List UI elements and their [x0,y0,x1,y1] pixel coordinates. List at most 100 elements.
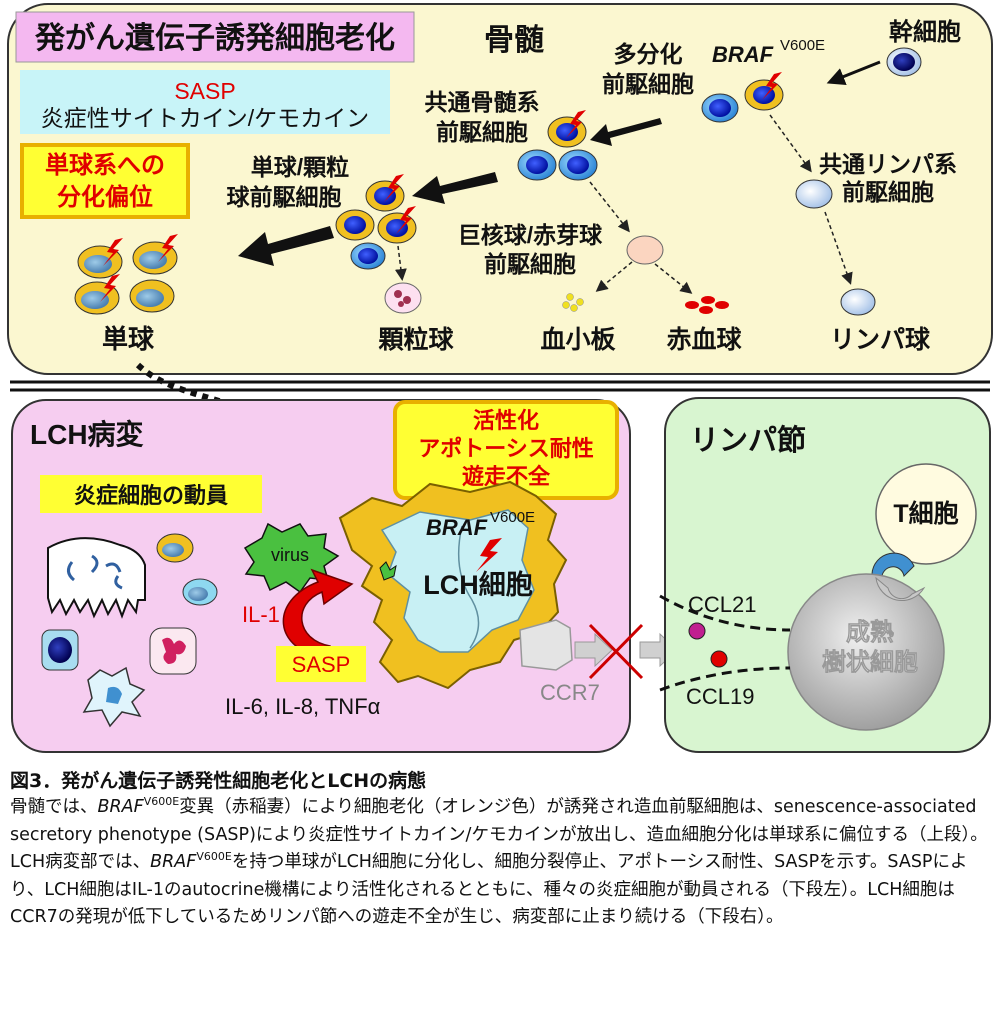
caption-title: 図3．発がん遺伝子誘発性細胞老化とLCHの病態 [10,770,427,792]
ccl21-label: CCL21 [688,592,756,617]
gmp-cell-orange-3-nucleus [386,219,408,237]
stem-cell-nucleus [893,53,915,71]
clp-cell [795,179,833,209]
arrow-mpp-to-cmp [590,118,662,146]
lymphocyte-cell [840,288,876,316]
lightning-icon [566,110,586,138]
rbc-dot [701,296,715,304]
il1-label: IL-1 [242,602,280,627]
tcr-receptor-icon [871,552,915,581]
lch-nucleus-fold [457,525,480,649]
cmp-cell-orange-nucleus [556,123,578,141]
granulocyte-cell [384,282,422,314]
cmp-line1: 共通骨髄系 [425,89,540,115]
sasp-label-lch: SASP [292,652,351,677]
monocyte-label: 単球 [102,324,155,354]
lymphocyte-label: リンパ球 [830,326,931,354]
gmp-line2: 球前駆細胞 [227,184,342,210]
arrow-mep-to-platelet [595,261,633,292]
arrow-cmp-to-mep [589,181,630,233]
caption-body: 骨髄では、BRAFV600E変異（赤稲妻）により細胞老化（オレンジ色）が誘発され… [10,794,990,932]
mpp-cell-blue-nucleus [709,99,731,117]
senescence-title-box [15,11,415,63]
monocyte-cluster [74,234,178,315]
migration-arrow-1 [574,632,613,668]
mhc-receptor-icon [875,576,926,601]
platelet-dot [570,304,578,312]
braf-label-lch: BRAF [426,515,488,540]
il1-autocrine-arrow [282,568,354,661]
lch-title: LCH病変 [30,418,144,450]
gmp-cell-orange-2-nucleus [344,216,366,234]
lch-state-line1: 活性化 [473,408,539,433]
v600e-label-lch: V600E [490,509,535,526]
cmp-cell-blue-2-nucleus [567,156,589,174]
sasp-label-top: SASP [174,78,235,104]
granulocyte-granule [398,301,404,307]
lch-nucleus [380,509,535,653]
ccr7-label: CCR7 [540,680,600,705]
ccr7-receptor [519,619,573,671]
hev-boundary-upper [659,594,791,632]
granulocyte-label: 顆粒球 [378,325,454,354]
macrophage-cell [47,537,146,619]
rbc-dot [685,301,699,309]
lightning-icon [396,206,416,234]
stem-cell-label: 幹細胞 [889,18,961,46]
dendritic-cell-lesion [82,666,146,728]
cytokine-label: 炎症性サイトカイン/ケモカイン [41,105,369,131]
arrow-cmp-to-gmp [412,172,498,204]
t-cell [875,463,977,565]
mep-line2: 前駆細胞 [484,251,576,277]
t-cell-label: T細胞 [893,500,958,528]
monocyte-cell [182,578,218,606]
caption-v600e-2: V600E [196,850,232,863]
rbc-dot [699,306,713,314]
dc-line2: 樹状細胞 [822,648,918,676]
arrow-mep-to-rbc [654,263,693,294]
granulocyte-granule [403,296,411,304]
clp-line2: 前駆細胞 [842,179,934,205]
figure-diagram: 発がん遺伝子誘発細胞老化 骨髄 SASP 炎症性サイトカイン/ケモカイン 単球系… [7,3,993,753]
cmp-cell-blue-1-nucleus [526,156,548,174]
platelet-dot [566,293,574,301]
v600e-label-top: V600E [780,37,825,54]
arrow-mpp-to-clp [769,114,812,173]
caption-braf-2: BRAF [150,852,197,872]
lch-cell-label: LCH細胞 [423,570,533,600]
lymphocyte-lesion-cell [41,629,79,671]
mep-cell [626,235,664,265]
virus-label: virus [271,545,309,565]
lightning-icon [384,174,404,202]
ccl19-dot [710,650,728,668]
skew-box [20,143,190,219]
caption-v600e-1: V600E [143,795,180,808]
lightning-icon [762,72,782,100]
recruit-label: 炎症細胞の動員 [74,483,228,508]
hev-boundary-lower [659,666,791,692]
clp-line1: 共通リンパ系 [819,151,957,177]
neutrophil-cell [149,627,197,675]
dc-line1: 成熟 [846,618,894,646]
platelet-dot [576,298,584,306]
rbc-label: 赤血球 [666,326,742,354]
arrow-stem-to-mpp [826,60,881,86]
caption-part1: 骨髄では、 [10,797,98,817]
platelet-label: 血小板 [540,326,615,354]
gmp-line1: 単球/顆粒 [251,154,349,180]
lch-receptor-small [379,561,397,581]
mpp-line1: 多分化 [614,41,683,67]
platelet-dot [562,301,570,309]
rbc-dot [715,301,729,309]
sasp-box [20,70,390,134]
skew-line2: 分化偏位 [57,183,153,211]
skew-line1: 単球系への [45,151,165,179]
caption-braf-1: BRAF [97,797,144,817]
mep-line1: 巨核球/赤芽球 [458,222,603,248]
block-cross [588,623,644,680]
lightning-icon [476,538,502,572]
bone-marrow-title: 骨髄 [484,24,544,57]
ccl19-label: CCL19 [686,684,754,709]
sasp-box-lch [276,646,366,682]
cmp-line2: 前駆細胞 [436,119,528,145]
